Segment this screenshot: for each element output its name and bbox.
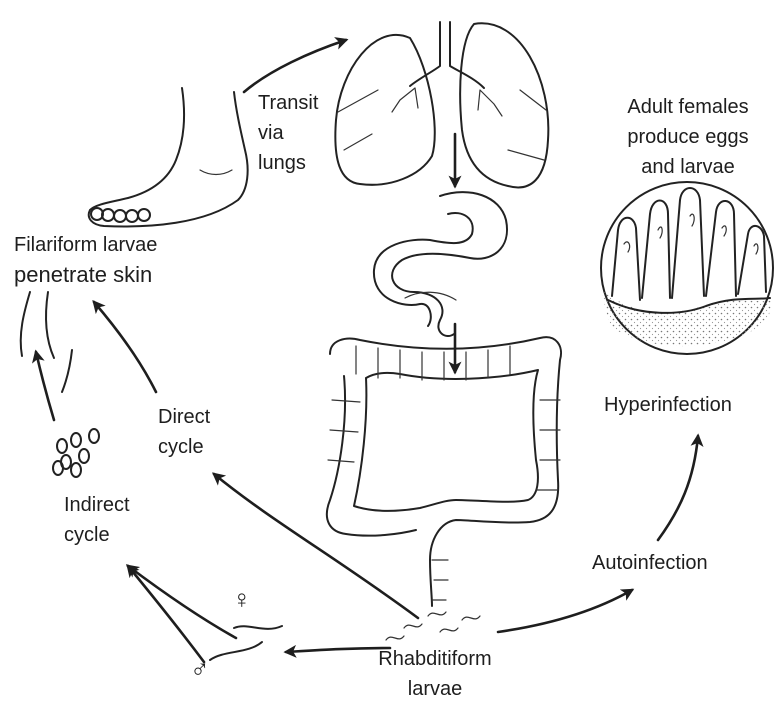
stomach-illustration <box>374 192 507 336</box>
intestine-illustration <box>327 337 561 606</box>
female-symbol: ♀ <box>232 584 252 614</box>
adult-females-label: Adult females produce eggs and larvae <box>604 92 772 182</box>
autoinfection-label: Autoinfection <box>592 548 708 578</box>
direct-cycle-label: Direct cycle <box>158 402 210 462</box>
filariform-larvae-illustration <box>21 292 72 392</box>
male-symbol: ♂ <box>190 654 210 684</box>
rhabditiform-larvae-illustration <box>386 612 480 640</box>
strongyloides-life-cycle-diagram: Transit via lungs Adult females produce … <box>0 0 776 689</box>
villi-illustration <box>601 182 773 354</box>
rhabditiform-larvae-label: Rhabditiform larvae <box>360 644 510 704</box>
indirect-cycle-label: Indirect cycle <box>64 490 130 550</box>
free-living-adults-illustration <box>210 626 282 660</box>
transit-via-lungs-label: Transit via lungs <box>258 88 318 178</box>
hyperinfection-label: Hyperinfection <box>604 390 732 420</box>
foot-illustration <box>89 88 248 226</box>
filariform-larvae-label: Filariform larvae penetrate skin <box>14 230 157 290</box>
lungs-illustration <box>335 22 548 187</box>
eggs-illustration <box>53 429 99 477</box>
